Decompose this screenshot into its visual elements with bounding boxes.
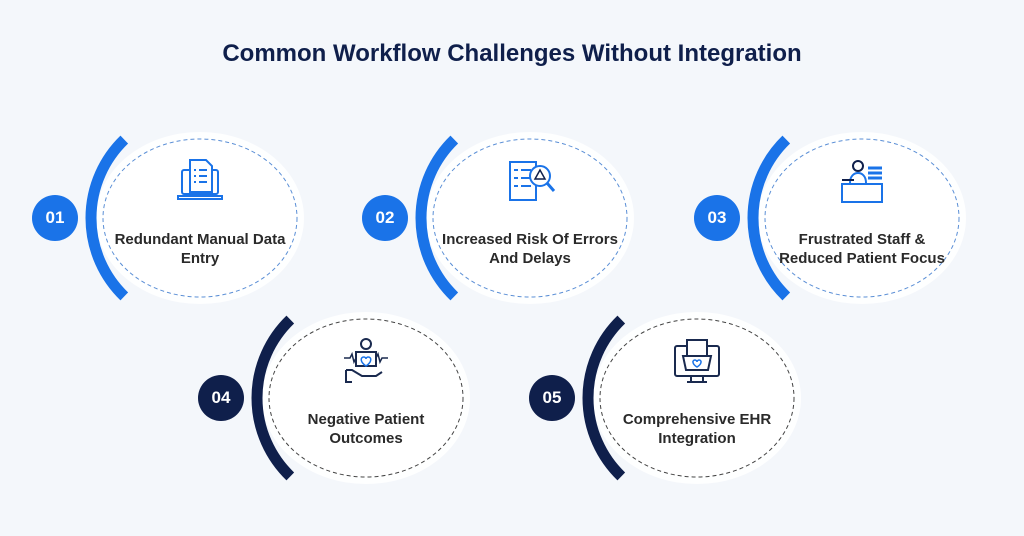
step-number-badge: 01 bbox=[32, 195, 78, 241]
step-number-badge: 02 bbox=[362, 195, 408, 241]
ehr-monitor-folder-icon bbox=[671, 336, 723, 388]
dashed-ellipse bbox=[102, 138, 298, 298]
dashed-ellipse bbox=[432, 138, 628, 298]
card-graphic bbox=[251, 312, 470, 484]
accent-arc bbox=[85, 135, 129, 301]
step-number-badge: 04 bbox=[198, 375, 244, 421]
dashed-ellipse bbox=[599, 318, 795, 478]
card-label: Negative Patient Outcomes bbox=[307, 411, 425, 447]
staff-at-desk-icon bbox=[836, 156, 888, 208]
page-title: Common Workflow Challenges Without Integ… bbox=[222, 40, 802, 67]
accent-arc bbox=[747, 135, 791, 301]
step-number-badge: 05 bbox=[529, 375, 575, 421]
card-label: Increased Risk Of Errors And Delays bbox=[442, 231, 618, 267]
accent-arc bbox=[582, 315, 626, 481]
card-graphic bbox=[747, 132, 966, 304]
accent-arc bbox=[251, 315, 295, 481]
card-graphic bbox=[415, 132, 634, 304]
step-number-badge: 03 bbox=[694, 195, 740, 241]
card-label: Redundant Manual Data Entry bbox=[114, 231, 286, 267]
accent-arc bbox=[415, 135, 459, 301]
dashed-ellipse bbox=[268, 318, 464, 478]
dashed-ellipse bbox=[764, 138, 960, 298]
checklist-warning-magnifier-icon bbox=[504, 156, 556, 208]
card-label: Frustrated Staff & Reduced Patient Focus bbox=[779, 231, 945, 267]
card-label: Comprehensive EHR Integration bbox=[622, 411, 772, 447]
laptop-checklist-icon bbox=[174, 156, 226, 208]
card-graphic bbox=[85, 132, 304, 304]
card-graphic bbox=[582, 312, 801, 484]
patient-heart-hand-icon bbox=[340, 336, 392, 388]
